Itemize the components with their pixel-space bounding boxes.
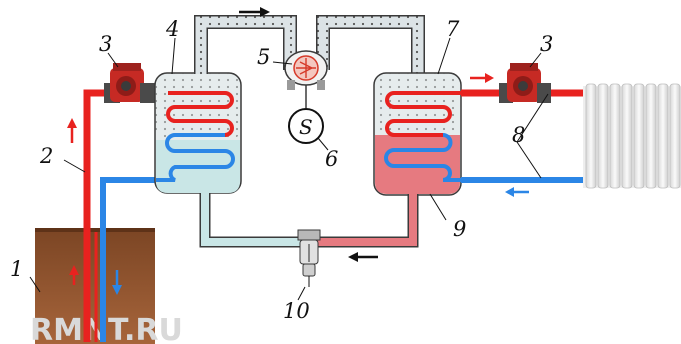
- condenser: [373, 72, 462, 196]
- radiator-fin: [621, 83, 633, 189]
- radiator-fin: [609, 83, 621, 189]
- liquid-line: [199, 193, 419, 248]
- radiator-fin: [657, 83, 669, 189]
- motor-icon: S: [288, 108, 329, 151]
- compressor-symbol: S: [299, 115, 313, 139]
- evaporator: [154, 72, 242, 194]
- radiator-fin: [633, 83, 645, 189]
- label-expansion-valve: 10: [283, 299, 310, 323]
- label-ground-pipe: 2: [39, 144, 53, 168]
- label-compressor: 5: [257, 45, 270, 69]
- label-motor: 6: [325, 147, 338, 171]
- ground-loop-pipes: [83, 89, 155, 342]
- watermark: RMNT.RU: [30, 313, 183, 344]
- pump-icon: [499, 63, 551, 103]
- radiator-fin: [597, 83, 609, 189]
- label-evaporator: 4: [165, 17, 179, 41]
- flow-arrow-icon: [239, 7, 270, 17]
- compressor-icon: [284, 50, 328, 108]
- label-ground: 1: [10, 257, 23, 281]
- radiator-icon: [583, 83, 681, 189]
- label-heating-pipe: 8: [512, 123, 525, 147]
- heating-pipes: [461, 89, 585, 183]
- flow-arrow-icon: [112, 270, 122, 295]
- label-pump-right: 3: [540, 32, 553, 56]
- radiator-fin: [585, 83, 597, 189]
- label-pump-left: 3: [99, 32, 112, 56]
- flow-arrow-icon: [69, 265, 79, 285]
- flow-arrow-icon: [470, 73, 494, 83]
- gas-pipe: [194, 15, 425, 75]
- valve-icon: [297, 229, 321, 287]
- pump-icon: [104, 63, 156, 103]
- label-condenser: 7: [446, 17, 460, 41]
- flow-arrow-icon: [348, 252, 378, 262]
- radiator-fin: [669, 83, 681, 189]
- flow-arrow-icon: [505, 187, 529, 197]
- radiator-fin: [645, 83, 657, 189]
- flow-arrow-icon: [67, 118, 77, 143]
- label-refrigerant: 9: [453, 217, 466, 241]
- leader-lines: [29, 37, 549, 301]
